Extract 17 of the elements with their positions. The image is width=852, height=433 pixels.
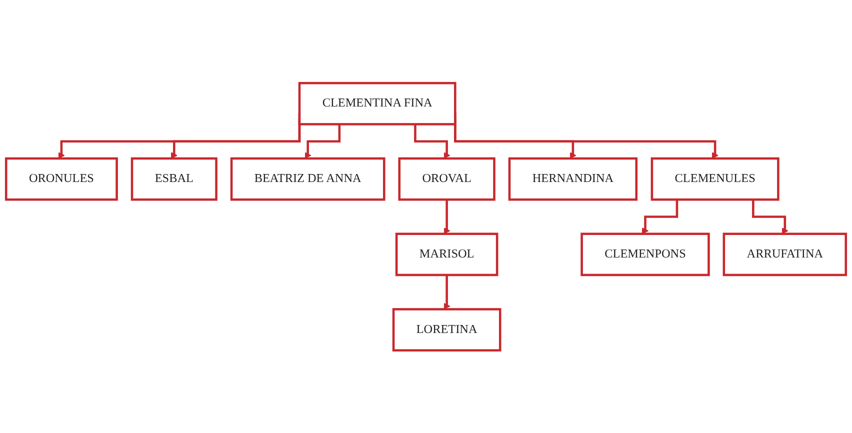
node-box: ARRUFATINA <box>722 232 848 276</box>
node-box: CLEMENTINA FINA <box>298 82 456 126</box>
node-box: CLEMENULES <box>650 157 780 200</box>
node-box: MARISOL <box>395 232 498 276</box>
arrow <box>443 199 450 234</box>
arrow <box>642 199 678 234</box>
node-box: ORONULES <box>4 157 118 200</box>
node-box: ESBAL <box>130 157 218 200</box>
arrow <box>414 124 450 159</box>
arrow <box>752 199 788 234</box>
node-box: LORETINA <box>392 308 502 352</box>
node-box: CLEMENPONS <box>580 232 710 276</box>
node-box: BEATRIZ DE ANNA <box>230 157 386 200</box>
node-box: HERNANDINA <box>508 157 638 200</box>
node-box: OROVAL <box>398 157 496 200</box>
arrow <box>304 124 341 159</box>
arrow <box>443 274 450 310</box>
